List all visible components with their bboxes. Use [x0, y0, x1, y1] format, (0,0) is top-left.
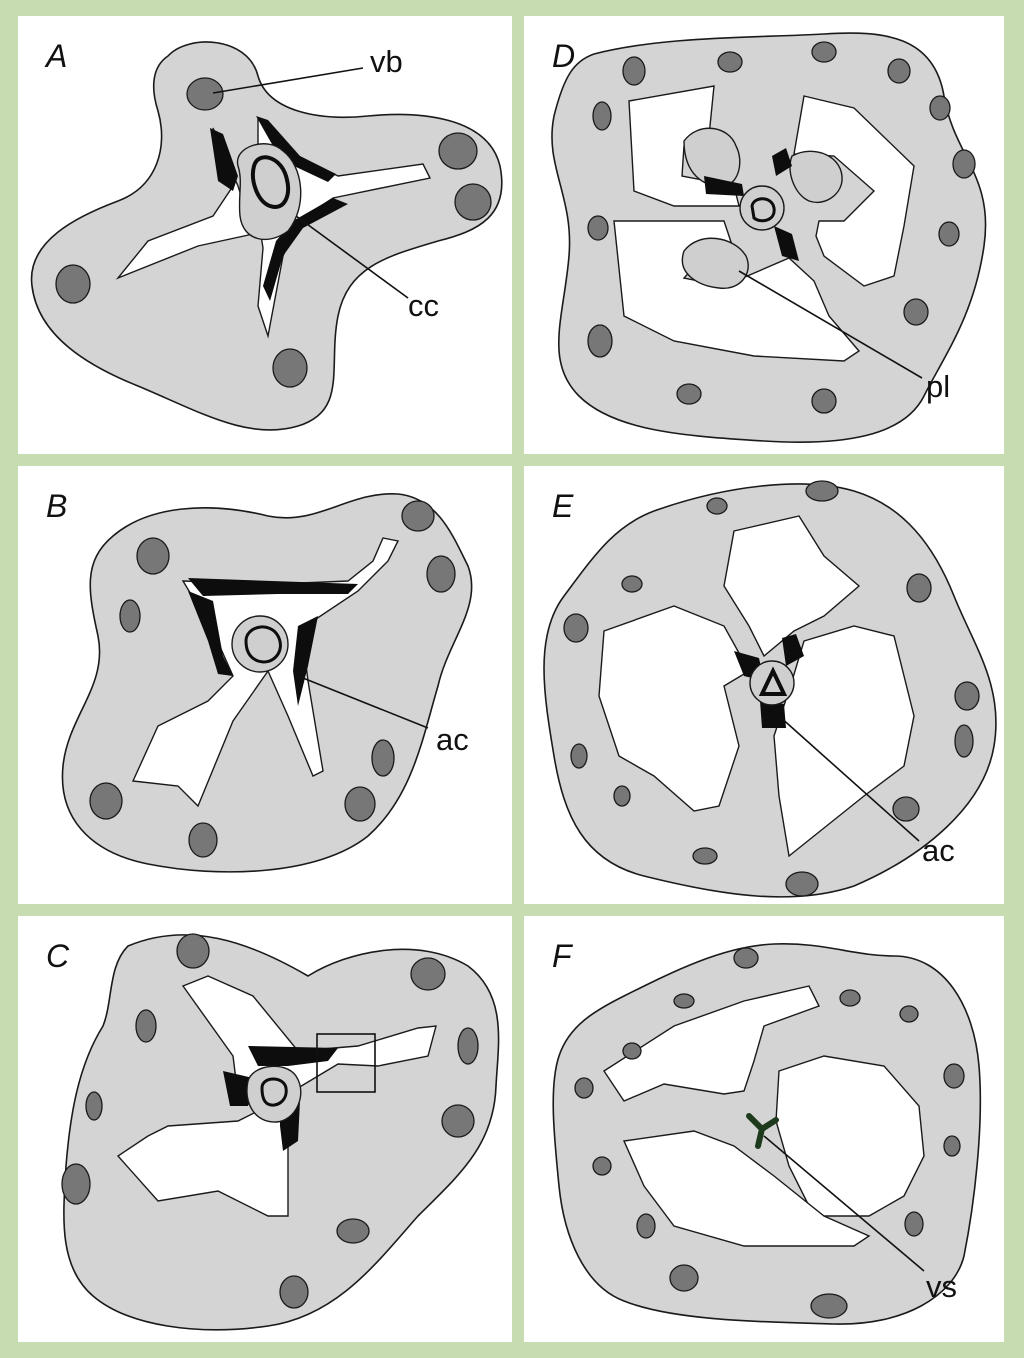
vascular-bundle [137, 538, 169, 574]
vascular-bundle [734, 948, 758, 968]
vascular-bundle [888, 59, 910, 83]
vascular-bundle [189, 823, 217, 857]
label-ac: ac [436, 722, 469, 758]
vascular-bundle [812, 389, 836, 413]
vascular-bundle [593, 102, 611, 130]
vascular-bundle [614, 786, 630, 806]
central-core [247, 1066, 301, 1122]
vascular-bundle [623, 57, 645, 85]
vascular-bundle [455, 184, 491, 220]
vascular-bundle [56, 265, 90, 303]
vascular-bundle [939, 222, 959, 246]
central-core [750, 661, 794, 705]
vascular-bundle [953, 150, 975, 178]
panel-letter: A [46, 38, 67, 75]
panel-e: E ac [524, 466, 1004, 904]
vascular-bundle [955, 682, 979, 710]
panel-b: B ac [18, 466, 512, 904]
vascular-bundle [786, 872, 818, 896]
vascular-bundle [273, 349, 307, 387]
panel-letter: B [46, 488, 67, 525]
vascular-bundle [718, 52, 742, 72]
label-vb: vb [370, 44, 403, 80]
vascular-bundle [893, 797, 919, 821]
vascular-bundle [564, 614, 588, 642]
vascular-bundle [571, 744, 587, 768]
panel-f: F vs [524, 916, 1004, 1342]
vascular-bundle [930, 96, 950, 120]
vascular-bundle [588, 216, 608, 240]
vascular-bundle [402, 501, 434, 531]
label-cc: cc [408, 288, 439, 324]
vascular-bundle [707, 498, 727, 514]
vascular-bundle [955, 725, 973, 757]
vascular-bundle [840, 990, 860, 1006]
vascular-bundle [280, 1276, 308, 1308]
vascular-bundle [345, 787, 375, 821]
vascular-bundle [136, 1010, 156, 1042]
panel-letter: C [46, 938, 69, 975]
vascular-bundle [593, 1157, 611, 1175]
panel-c-diagram [18, 916, 512, 1342]
vascular-bundle [811, 1294, 847, 1318]
vascular-bundle [907, 574, 931, 602]
vascular-bundle [62, 1164, 90, 1204]
vascular-bundle [337, 1219, 369, 1243]
vascular-bundle [904, 299, 928, 325]
vascular-bundle [905, 1212, 923, 1236]
vascular-bundle [670, 1265, 698, 1291]
vascular-bundle [693, 848, 717, 864]
vascular-bundle [86, 1092, 102, 1120]
vascular-bundle [677, 384, 701, 404]
panel-c: C [18, 916, 512, 1342]
vascular-bundle [806, 481, 838, 501]
panel-d: D pl [524, 16, 1004, 454]
panel-letter: F [552, 938, 572, 975]
panel-b-diagram [18, 466, 512, 904]
vascular-bundle [812, 42, 836, 62]
central-core [740, 186, 784, 230]
vascular-bundle [944, 1136, 960, 1156]
vascular-bundle [439, 133, 477, 169]
vascular-bundle [637, 1214, 655, 1238]
vascular-bundle [372, 740, 394, 776]
vascular-bundle [622, 576, 642, 592]
vascular-bundle [442, 1105, 474, 1137]
vascular-bundle [411, 958, 445, 990]
vascular-bundle [575, 1078, 593, 1098]
vascular-bundle [177, 934, 209, 968]
label-ac: ac [922, 833, 955, 869]
vascular-bundle [588, 325, 612, 357]
vascular-bundle [944, 1064, 964, 1088]
panel-a: A vb cc [18, 16, 512, 454]
vascular-bundle [900, 1006, 918, 1022]
vascular-bundle [458, 1028, 478, 1064]
vascular-bundle [187, 78, 223, 110]
tissue-outline [62, 494, 471, 872]
vascular-bundle [120, 600, 140, 632]
label-vs: vs [926, 1269, 957, 1305]
panel-letter: E [552, 488, 573, 525]
vascular-bundle [623, 1043, 641, 1059]
vascular-bundle [674, 994, 694, 1008]
vascular-bundle [427, 556, 455, 592]
label-pl: pl [926, 369, 950, 405]
panel-letter: D [552, 38, 575, 75]
vascular-bundle [90, 783, 122, 819]
panel-a-diagram [18, 16, 512, 454]
